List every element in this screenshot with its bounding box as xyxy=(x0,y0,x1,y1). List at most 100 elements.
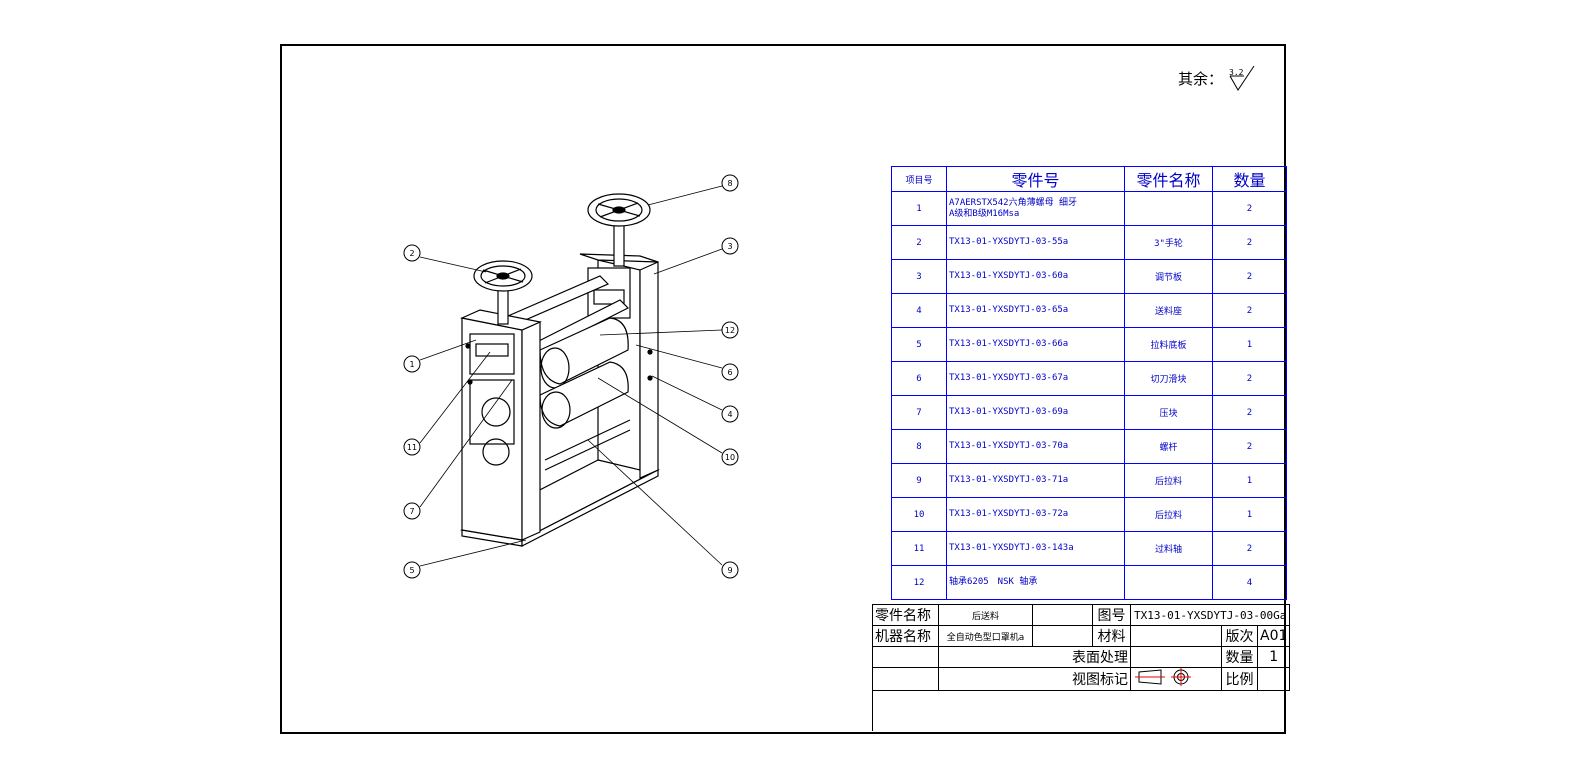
svg-text:1: 1 xyxy=(409,360,414,369)
table-row: 6 TX13-01-YXSDYTJ-03-67a 切刀滑块 2 xyxy=(891,361,1287,396)
qty-label: 数量 xyxy=(1221,646,1258,668)
svg-text:8: 8 xyxy=(727,179,732,188)
bom-part-no: TX13-01-YXSDYTJ-03-70a xyxy=(946,429,1125,464)
bom-part-name: 拉料底板 xyxy=(1124,327,1213,362)
bom-qty: 2 xyxy=(1212,259,1287,294)
bom-qty: 2 xyxy=(1212,361,1287,396)
bom-item: 12 xyxy=(891,565,947,600)
scale-value xyxy=(1256,667,1291,691)
bom-item: 9 xyxy=(891,463,947,498)
bom-part-name: 3"手轮 xyxy=(1124,225,1213,260)
bom-part-no: TX13-01-YXSDYTJ-03-143a xyxy=(946,531,1125,566)
bom-item: 3 xyxy=(891,259,947,294)
bom-part-name: 压块 xyxy=(1124,395,1213,430)
bom-part-no: TX13-01-YXSDYTJ-03-69a xyxy=(946,395,1125,430)
table-row: 4 TX13-01-YXSDYTJ-03-65a 送料座 2 xyxy=(891,293,1287,328)
bom-part-name: 送料座 xyxy=(1124,293,1213,328)
bom-item: 4 xyxy=(891,293,947,328)
bom-part-no: TX13-01-YXSDYTJ-03-65a xyxy=(946,293,1125,328)
bom-part-name: 过料轴 xyxy=(1124,531,1213,566)
surface-value xyxy=(1130,646,1222,668)
projection-symbol-cell xyxy=(1130,667,1222,691)
machine-name-value: 全自动色型口罩机a xyxy=(938,625,1033,647)
bom-item: 1 xyxy=(891,191,947,226)
scale-label: 比例 xyxy=(1221,667,1258,691)
svg-text:6: 6 xyxy=(727,368,732,377)
leader-lines xyxy=(419,185,723,567)
balloon-4: 4 xyxy=(721,405,739,423)
qty-value: 1 xyxy=(1256,646,1291,668)
part-name-value: 后送料 xyxy=(938,604,1033,626)
title-row-3: 表面处理 数量 1 xyxy=(872,646,1291,668)
table-row: 5 TX13-01-YXSDYTJ-03-66a 拉料底板 1 xyxy=(891,327,1287,362)
table-row: 9 TX13-01-YXSDYTJ-03-71a 后拉料 1 xyxy=(891,463,1287,498)
bom-part-name xyxy=(1124,191,1213,226)
machine-name-label: 机器名称 xyxy=(872,625,939,647)
svg-text:2: 2 xyxy=(409,249,414,258)
bom-header-qty: 数量 xyxy=(1212,166,1287,192)
table-row: 10 TX13-01-YXSDYTJ-03-72a 后拉料 1 xyxy=(891,497,1287,532)
first-angle-projection-icon xyxy=(1135,668,1191,686)
bom-qty: 2 xyxy=(1212,531,1287,566)
bom-part-no: TX13-01-YXSDYTJ-03-60a xyxy=(946,259,1125,294)
balloon-1: 1 xyxy=(403,355,421,373)
balloon-5: 5 xyxy=(403,561,421,579)
balloon-8: 8 xyxy=(721,174,739,192)
title-row-5 xyxy=(871,690,1290,731)
bom-qty: 2 xyxy=(1212,395,1287,430)
bom-header-part-no: 零件号 xyxy=(946,166,1125,192)
material-label: 材料 xyxy=(1092,625,1131,647)
title-spacer xyxy=(872,667,939,691)
table-row: 7 TX13-01-YXSDYTJ-03-69a 压块 2 xyxy=(891,395,1287,430)
balloon-7: 7 xyxy=(403,502,421,520)
svg-text:5: 5 xyxy=(409,566,414,575)
table-row: 11 TX13-01-YXSDYTJ-03-143a 过料轴 2 xyxy=(891,531,1287,566)
bom-header-item: 项目号 xyxy=(891,166,947,192)
roughness-label: 其余： xyxy=(1178,70,1224,88)
balloon-11: 11 xyxy=(403,438,421,456)
bom-part-name: 切刀滑块 xyxy=(1124,361,1213,396)
balloon-6: 6 xyxy=(721,363,739,381)
roughness-symbol-icon xyxy=(1229,65,1255,91)
title-row-4: 视图标记 比例 xyxy=(872,667,1291,691)
bom-item: 7 xyxy=(891,395,947,430)
bom-part-no: TX13-01-YXSDYTJ-03-67a xyxy=(946,361,1125,396)
bom-part-no: TX13-01-YXSDYTJ-03-55a xyxy=(946,225,1125,260)
title-spacer xyxy=(1032,625,1093,647)
bom-item: 10 xyxy=(891,497,947,532)
bom-header-row: 项目号 零件号 零件名称 数量 xyxy=(891,166,1287,192)
bom-part-name: 后拉料 xyxy=(1124,497,1213,532)
svg-text:4: 4 xyxy=(727,410,732,419)
table-row: 2 TX13-01-YXSDYTJ-03-55a 3"手轮 2 xyxy=(891,225,1287,260)
balloon-2: 2 xyxy=(403,244,421,262)
svg-text:12: 12 xyxy=(725,326,735,335)
bom-part-name xyxy=(1124,565,1213,600)
bom-part-no: TX13-01-YXSDYTJ-03-71a xyxy=(946,463,1125,498)
table-row: 3 TX13-01-YXSDYTJ-03-60a 调节板 2 xyxy=(891,259,1287,294)
roughness-value: 3.2 xyxy=(1229,68,1244,77)
bom-part-name: 后拉料 xyxy=(1124,463,1213,498)
bom-qty: 1 xyxy=(1212,327,1287,362)
machine-view xyxy=(460,193,660,547)
bom-qty: 1 xyxy=(1212,463,1287,498)
bom-qty: 2 xyxy=(1212,225,1287,260)
bom-qty: 2 xyxy=(1212,293,1287,328)
material-value xyxy=(1130,625,1222,647)
title-blank-area xyxy=(871,690,1290,731)
bom-part-no: TX13-01-YXSDYTJ-03-72a xyxy=(946,497,1125,532)
balloon-12: 12 xyxy=(721,321,739,339)
bom-part-name: 螺杆 xyxy=(1124,429,1213,464)
bom-part-no-line1: A7AERSTX542六角薄螺母 细牙 xyxy=(949,197,1078,208)
balloon-9: 9 xyxy=(721,561,739,579)
bom-item: 5 xyxy=(891,327,947,362)
part-name-label: 零件名称 xyxy=(872,604,939,626)
surface-label: 表面处理 xyxy=(938,646,1131,668)
bom-part-name: 调节板 xyxy=(1124,259,1213,294)
drawing-no-label: 图号 xyxy=(1092,604,1131,626)
bom-qty: 1 xyxy=(1212,497,1287,532)
bom-part-no-line2: A级和B级M16Msa xyxy=(949,208,1020,219)
title-row-2: 机器名称 全自动色型口罩机a 材料 版次 A01 xyxy=(872,625,1291,647)
